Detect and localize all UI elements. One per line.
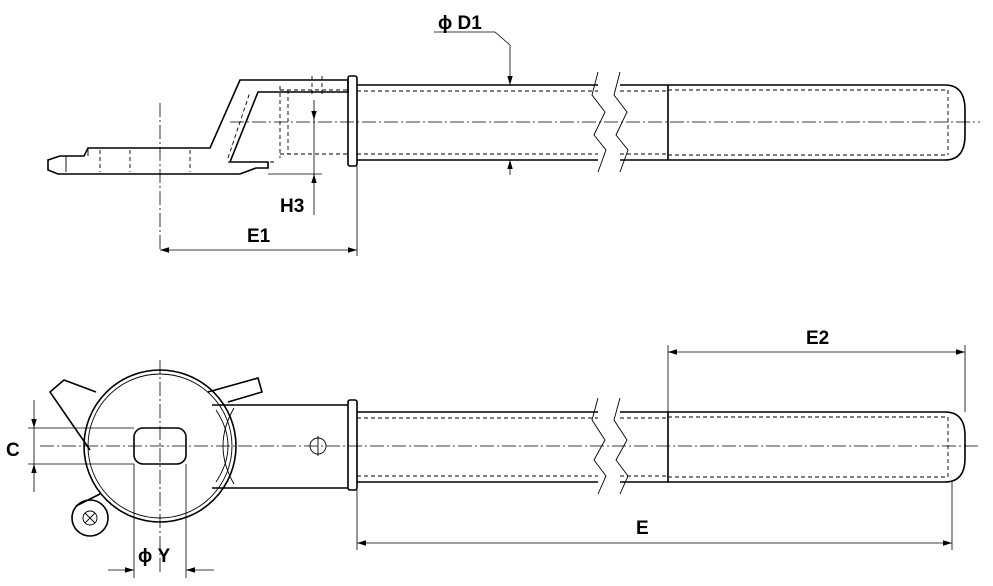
collar-side <box>347 75 358 167</box>
collar-plan <box>347 399 358 491</box>
grip-side <box>667 84 966 161</box>
dim-label-e2: E2 <box>806 328 829 349</box>
grip-plan <box>667 411 966 483</box>
plan-view: E2 E C ϕ Y <box>6 328 980 578</box>
wrench-head-plan <box>83 369 237 523</box>
dim-label-c: C <box>6 440 20 461</box>
dim-label-d1: ϕ D1 <box>438 13 482 34</box>
dim-label-e1: E1 <box>247 226 271 247</box>
dim-label-y: ϕ Y <box>138 546 171 567</box>
dim-label-h3: H3 <box>280 196 304 217</box>
wrench-head-side <box>47 79 349 175</box>
square-socket <box>133 427 187 465</box>
side-view: ϕ D1 H3 E1 <box>47 13 980 256</box>
dim-label-e: E <box>636 518 649 539</box>
